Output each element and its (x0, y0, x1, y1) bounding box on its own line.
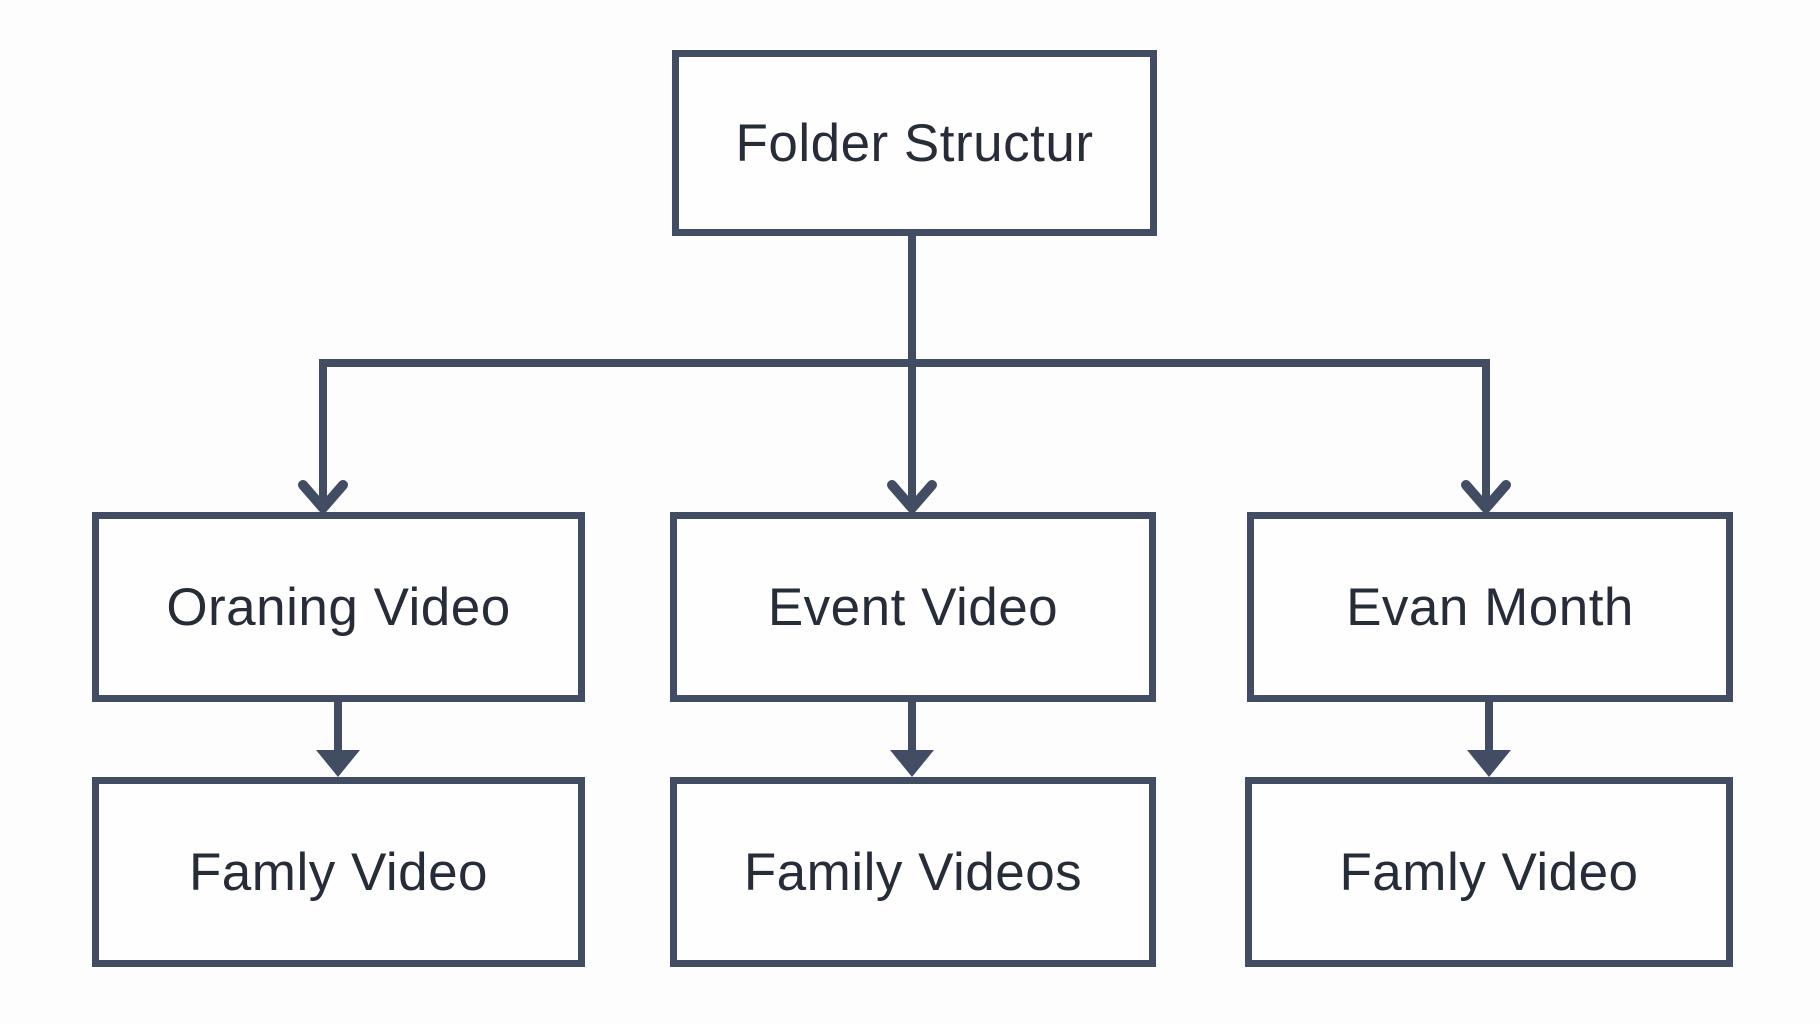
node-folder-structure: Folder Structur (672, 50, 1157, 236)
node-evan-month: Evan Month (1247, 512, 1733, 702)
arrowhead-into-oraning-video (298, 480, 348, 513)
node-oraning-video: Oraning Video (92, 512, 585, 702)
node-oraning-video-label: Oraning Video (166, 577, 511, 637)
node-family-videos-center-label: Family Videos (743, 842, 1083, 902)
arrowhead-into-right-child (1467, 750, 1511, 777)
node-family-videos-center: Family Videos (670, 777, 1156, 967)
arrowhead-into-center-child (890, 750, 934, 777)
node-event-video: Event Video (670, 512, 1156, 702)
node-folder-structure-label: Folder Structur (735, 113, 1094, 173)
node-event-video-label: Event Video (767, 577, 1059, 637)
node-famly-video-right-label: Famly Video (1339, 842, 1639, 902)
node-famly-video-right: Famly Video (1245, 777, 1733, 967)
arrowhead-into-event-video (887, 480, 937, 513)
node-evan-month-label: Evan Month (1346, 577, 1634, 637)
arrowhead-into-left-child (316, 750, 360, 777)
node-famly-video-left-label: Famly Video (188, 842, 489, 902)
node-famly-video-left: Famly Video (92, 777, 585, 967)
arrowhead-into-evan-month (1461, 480, 1511, 513)
connector-branch-rail (319, 359, 1490, 504)
